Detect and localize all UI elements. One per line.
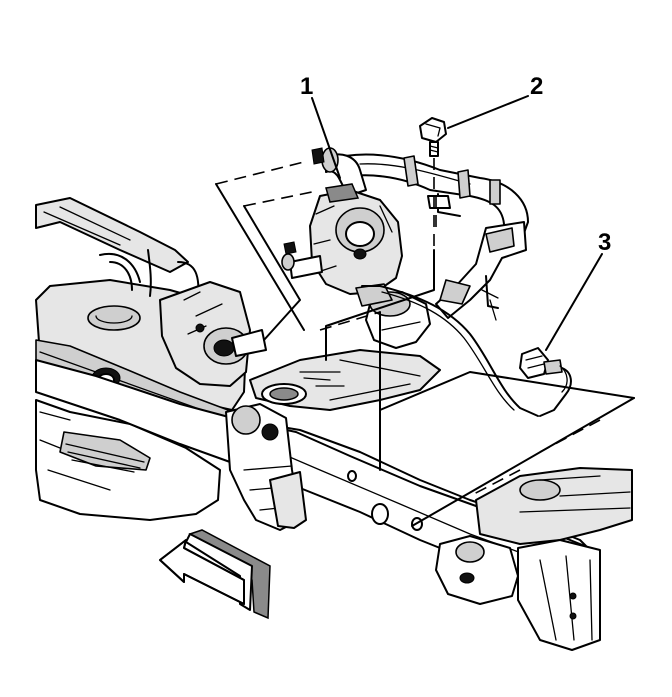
transmission-tailshaft xyxy=(159,281,267,387)
front-frame-crossmember xyxy=(435,467,633,651)
callout-2: 2 xyxy=(530,73,543,100)
catalytic-converter xyxy=(281,183,403,307)
front-direction-arrow-icon xyxy=(159,529,271,620)
oxygen-sensor xyxy=(519,347,572,417)
callout-1: 1 xyxy=(300,73,313,100)
exploded-view-leader-lines xyxy=(215,158,635,527)
callout-3: 3 xyxy=(598,229,611,256)
transmission-support-plate xyxy=(249,349,441,411)
mounting-bolt xyxy=(419,117,447,157)
callout-leaders xyxy=(311,95,603,351)
frame-bracket xyxy=(225,403,307,531)
